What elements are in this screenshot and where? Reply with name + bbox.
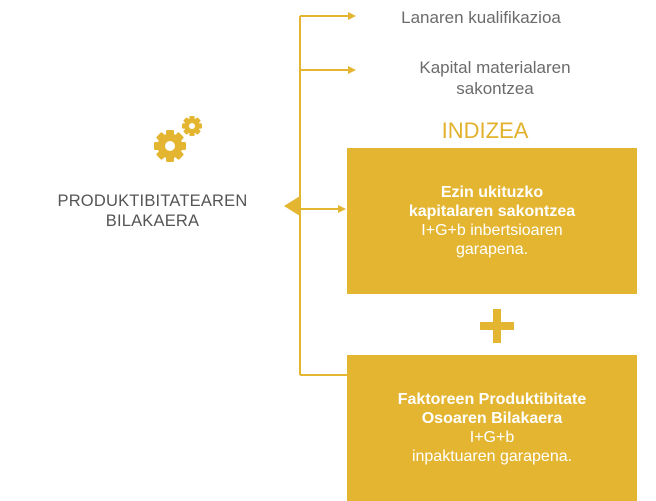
branch-label-lanaren: Lanaren kualifikazioa xyxy=(401,8,561,27)
box2-title-line2: Osoaren Bilakaera xyxy=(421,410,563,427)
center-title: PRODUKTIBITATEAREN BILAKAERA xyxy=(57,192,248,230)
box1-title-line1: Ezin ukituzko xyxy=(440,184,544,201)
box1-body-line2: garapena. xyxy=(455,241,529,258)
box-intangible-capital: Ezin ukituzko kapitalaren sakontzea I+G+… xyxy=(347,148,637,294)
box2-title-line1: Faktoreen Produktibitate xyxy=(397,391,587,408)
index-title: INDIZEA xyxy=(441,118,529,143)
box1-body-line1: I+G+b inbertsioaren xyxy=(421,222,563,239)
arrow-head-3 xyxy=(338,205,346,213)
branch-label-kapital: Kapital materialaren sakontzea xyxy=(419,58,571,98)
plus-icon xyxy=(480,309,514,343)
arrow-head-1 xyxy=(348,12,356,20)
box1-title-line2: kapitalaren sakontzea xyxy=(408,203,576,220)
center-pointer xyxy=(284,196,300,216)
box2-body-line2: inpaktuaren garapena. xyxy=(411,448,573,465)
gears-icon xyxy=(154,116,202,162)
arrow-head-2 xyxy=(348,66,356,74)
box2-body-line1: I+G+b xyxy=(469,429,515,446)
box-factor-productivity: Faktoreen Produktibitate Osoaren Bilakae… xyxy=(347,355,637,501)
